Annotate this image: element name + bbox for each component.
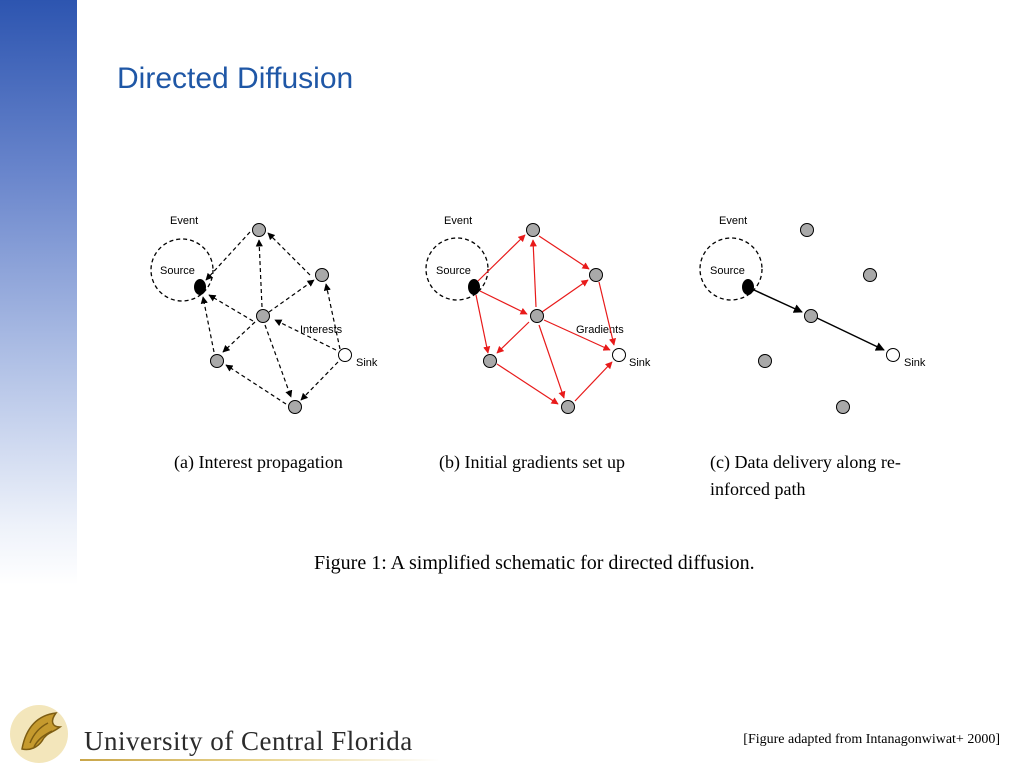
edge xyxy=(496,321,530,354)
edge xyxy=(225,364,287,405)
edge xyxy=(222,321,256,353)
edge xyxy=(538,235,590,270)
event-region xyxy=(425,237,489,301)
edge xyxy=(477,234,526,282)
sink-label: Sink xyxy=(629,357,651,369)
sensor-node xyxy=(589,268,603,282)
edge xyxy=(479,290,528,315)
edge xyxy=(574,361,613,402)
gradient-edges xyxy=(475,234,617,405)
panel-a: Event Source Sink Interests (a) Interest… xyxy=(150,215,378,473)
edge xyxy=(200,296,215,353)
sensor-node xyxy=(526,223,540,237)
panel-c: Event Source Sink (c) Data delivery alon… xyxy=(699,215,926,499)
sensor-node xyxy=(252,223,266,237)
edge xyxy=(816,317,885,351)
pegasus-logo-icon xyxy=(8,703,70,765)
edge xyxy=(475,294,491,354)
edge xyxy=(264,324,293,398)
edge xyxy=(255,239,263,308)
source-node xyxy=(194,279,206,295)
edge xyxy=(208,294,254,322)
source-label: Source xyxy=(436,265,471,277)
sensor-node xyxy=(210,354,224,368)
edge xyxy=(598,281,617,346)
edge xyxy=(268,279,315,313)
edge xyxy=(300,361,339,401)
event-label: Event xyxy=(444,215,472,227)
footer-divider xyxy=(80,759,440,761)
source-label: Source xyxy=(160,265,195,277)
sink-label: Sink xyxy=(904,357,926,369)
panel-c-caption-line-2: inforced path xyxy=(710,479,805,499)
sink-node xyxy=(886,348,900,362)
edge xyxy=(274,319,337,351)
sink-label: Sink xyxy=(356,357,378,369)
edge xyxy=(753,289,803,313)
edge xyxy=(529,239,537,308)
sensor-node xyxy=(863,268,877,282)
directed-diffusion-figure: Event Source Sink Interests (a) Interest… xyxy=(150,215,926,574)
edge xyxy=(543,319,611,351)
sink-node xyxy=(338,348,352,362)
edge xyxy=(323,283,341,350)
event-label: Event xyxy=(719,215,747,227)
slide-title: Directed Diffusion xyxy=(117,62,354,95)
event-region xyxy=(699,237,763,301)
panel-a-caption: (a) Interest propagation xyxy=(174,452,343,473)
sensor-node xyxy=(315,268,329,282)
edge xyxy=(496,363,559,405)
sensor-node xyxy=(483,354,497,368)
sensor-node xyxy=(800,223,814,237)
figure-citation: [Figure adapted from Intanagonwiwat+ 200… xyxy=(743,732,1000,747)
sink-node xyxy=(612,348,626,362)
sensor-node xyxy=(561,400,575,414)
sensor-node xyxy=(256,309,270,323)
sensor-node xyxy=(804,309,818,323)
edge xyxy=(267,232,311,276)
source-label: Source xyxy=(710,265,745,277)
event-label: Event xyxy=(170,215,198,227)
event-region xyxy=(150,238,214,302)
edge xyxy=(205,231,251,281)
source-node xyxy=(468,279,480,295)
sensor-node xyxy=(758,354,772,368)
sensor-node xyxy=(288,400,302,414)
sensor-node xyxy=(530,309,544,323)
sidebar-gradient xyxy=(0,0,77,585)
sensor-node xyxy=(836,400,850,414)
panel-b: Event Source Sink Gradients (b) Initial … xyxy=(425,215,651,473)
gradients-label: Gradients xyxy=(576,324,624,336)
interests-label: Interests xyxy=(300,324,343,336)
source-node xyxy=(742,279,754,295)
university-name: University of Central Florida xyxy=(84,726,413,756)
panel-b-caption: (b) Initial gradients set up xyxy=(439,452,625,473)
edge xyxy=(538,324,566,399)
edge xyxy=(541,279,589,313)
interest-edges xyxy=(200,231,341,405)
reinforced-path xyxy=(753,289,885,351)
panel-c-caption-line-1: (c) Data delivery along re- xyxy=(710,452,901,473)
figure-caption: Figure 1: A simplified schematic for dir… xyxy=(314,552,755,574)
